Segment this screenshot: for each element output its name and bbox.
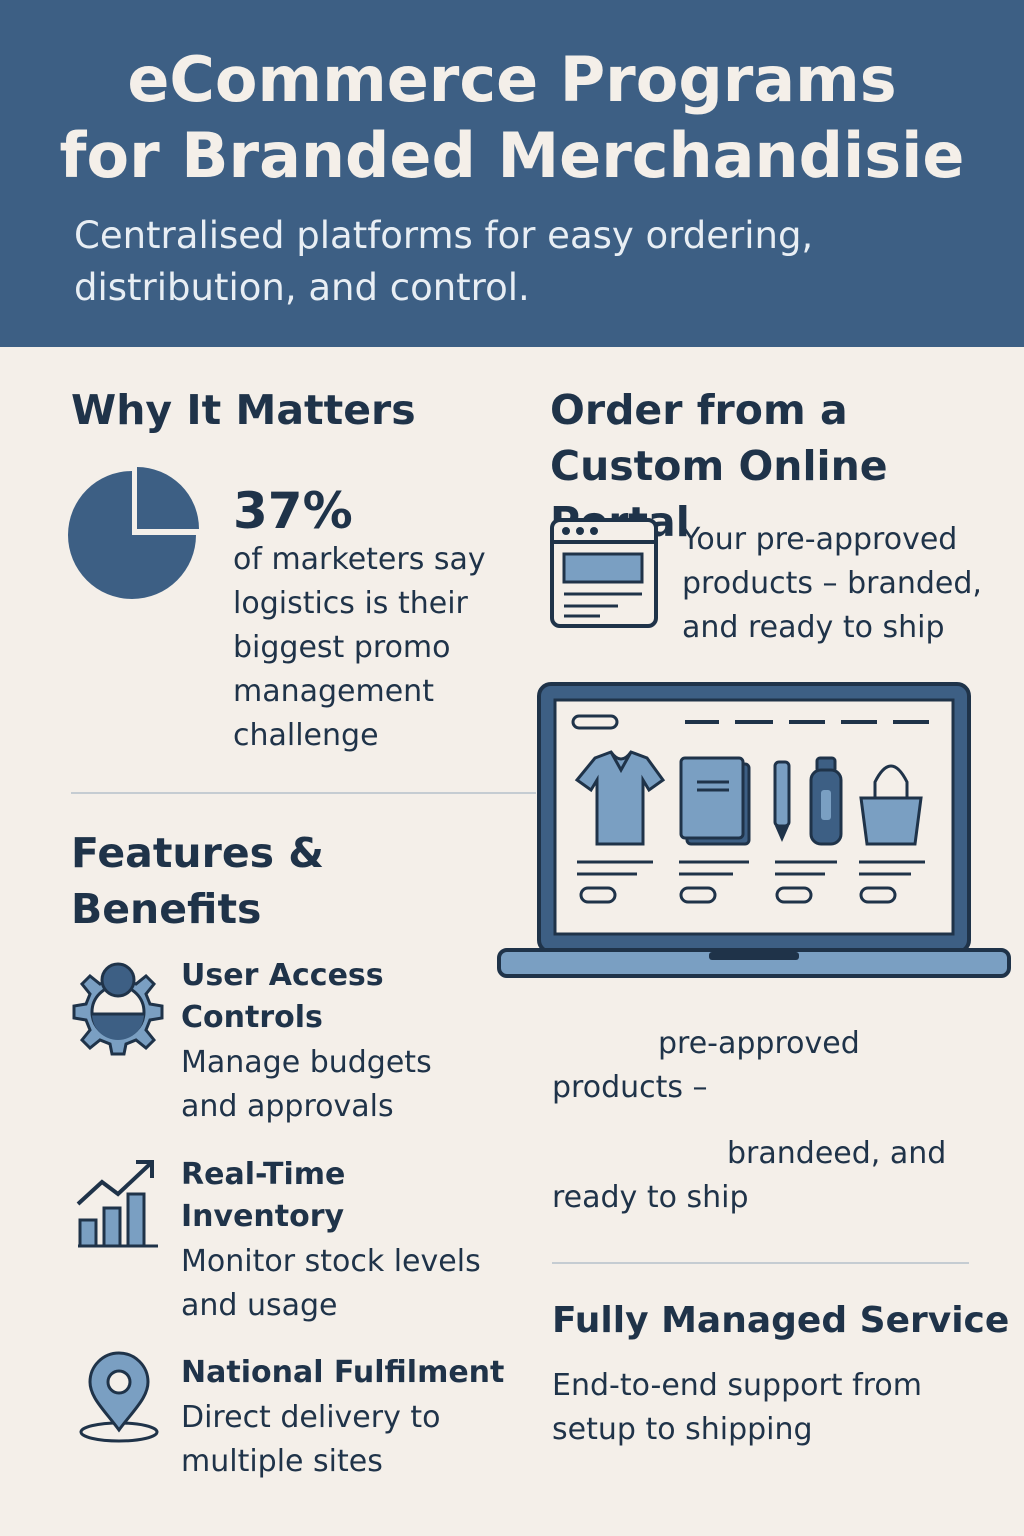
browser-window-icon <box>550 518 658 628</box>
feature-title: Real-Time Inventory <box>181 1154 345 1238</box>
header-banner: eCommerce Programs for Branded Merchandi… <box>0 0 1024 347</box>
feature-title: National Fulfilment <box>181 1352 504 1394</box>
repeat-line-2: products – <box>552 1070 708 1105</box>
feature-desc-line: and usage <box>181 1288 338 1323</box>
feature-title-line: Inventory <box>181 1199 345 1234</box>
feature-title-line: User Access <box>181 958 384 993</box>
growth-chart-icon <box>76 1160 158 1248</box>
subtitle-line-2: distribution, and control. <box>74 266 530 309</box>
why-heading: Why It Matters <box>71 386 416 434</box>
portal-desc-line: Your pre-approved <box>682 522 958 557</box>
feature-desc-line: Direct delivery to <box>181 1400 441 1435</box>
feature-desc-line: and approvals <box>181 1089 394 1124</box>
portal-heading-line-1: Order from a <box>550 386 848 434</box>
feature-description: Direct delivery to multiple sites <box>181 1396 440 1484</box>
managed-heading: Fully Managed Service <box>552 1300 1010 1341</box>
repeat-line-1: pre-approved <box>658 1026 860 1061</box>
feature-title-line: Controls <box>181 1000 323 1035</box>
user-gear-icon <box>72 962 164 1056</box>
features-heading-line-2: Benefits <box>71 885 262 933</box>
portal-desc-line: and ready to ship <box>682 610 945 645</box>
feature-description: Monitor stock levels and usage <box>181 1240 481 1328</box>
managed-desc-line: End-to-end support from <box>552 1368 922 1403</box>
page-subtitle: Centralised platforms for easy ordering,… <box>74 210 974 314</box>
stat-line: logistics is their <box>233 586 468 621</box>
title-line-1: eCommerce Programs <box>127 43 897 116</box>
managed-description: End-to-end support from setup to shippin… <box>552 1364 922 1452</box>
pie-chart-icon <box>68 467 199 599</box>
feature-title-line: Real-Time <box>181 1157 346 1192</box>
features-heading-line-1: Features & <box>71 829 325 877</box>
feature-desc-line: Manage budgets <box>181 1045 432 1080</box>
subtitle-line-1: Centralised platforms for easy ordering, <box>74 214 814 257</box>
portal-desc-line: products – branded, <box>682 566 982 601</box>
stat-description: of marketers say logistics is their bigg… <box>233 538 486 758</box>
features-heading: Features & Benefits <box>71 825 324 937</box>
laptop-storefront-icon <box>497 682 1011 978</box>
feature-title: User Access Controls <box>181 955 384 1039</box>
stat-value: 37% <box>233 482 353 540</box>
feature-desc-line: Monitor stock levels <box>181 1244 481 1279</box>
stat-line: management <box>233 674 434 709</box>
repeat-line-3: brandeed, and <box>727 1136 947 1171</box>
stat-line: challenge <box>233 718 379 753</box>
location-pin-icon <box>79 1351 159 1443</box>
portal-description: Your pre-approved products – branded, an… <box>682 518 982 650</box>
feature-description: Manage budgets and approvals <box>181 1041 432 1129</box>
portal-heading-line-2: Custom Online Portal <box>550 442 888 546</box>
right-divider <box>552 1262 969 1264</box>
portal-heading: Order from a Custom Online Portal <box>550 382 1024 550</box>
managed-desc-line: setup to shipping <box>552 1412 813 1447</box>
stat-line: biggest promo <box>233 630 451 665</box>
feature-desc-line: multiple sites <box>181 1444 383 1479</box>
left-divider <box>71 792 536 794</box>
feature-title-line: National Fulfilment <box>181 1355 505 1390</box>
stat-line: of marketers say <box>233 542 486 577</box>
title-line-2: for Branded Merchandisie <box>59 119 965 192</box>
page-title: eCommerce Programs for Branded Merchandi… <box>0 42 1024 194</box>
repeat-line-4: ready to ship <box>552 1180 749 1215</box>
